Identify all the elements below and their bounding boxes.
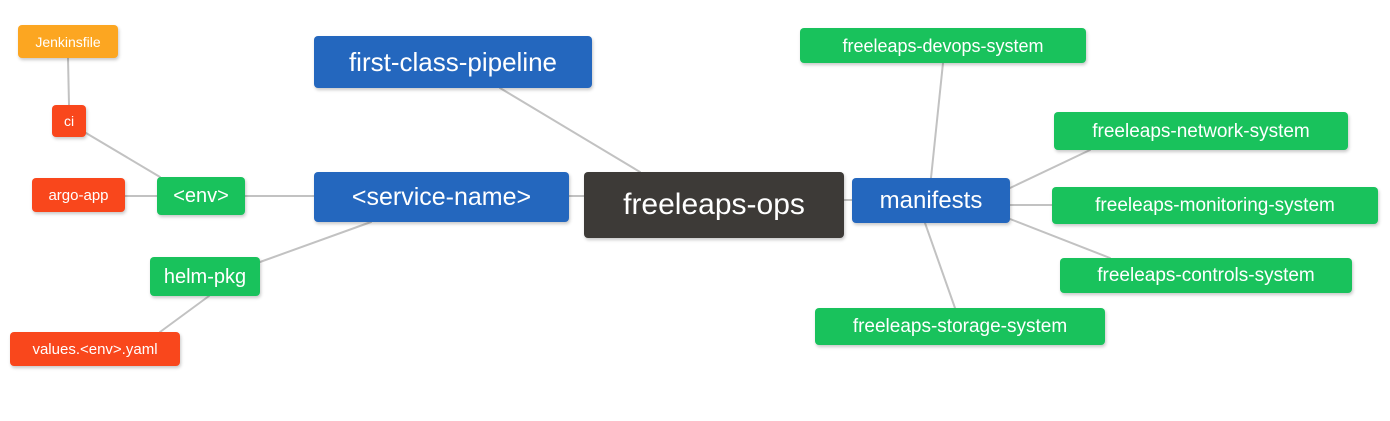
- node-service-name[interactable]: <service-name>: [314, 172, 569, 222]
- edge-manifests-to-freeleaps-controls-system: [1009, 218, 1111, 259]
- edge-first-class-pipeline-to-freeleaps-ops: [499, 87, 641, 173]
- node-freeleaps-ops[interactable]: freeleaps-ops: [584, 172, 844, 238]
- edge-manifests-to-freeleaps-network-system: [1009, 149, 1091, 189]
- edge-manifests-to-freeleaps-devops-system: [930, 62, 944, 179]
- edge-jenkinsfile-to-ci: [67, 57, 70, 106]
- edge-manifests-to-freeleaps-storage-system: [924, 222, 956, 309]
- edge-helm-pkg-to-service-name: [259, 221, 372, 263]
- node-helm-pkg[interactable]: helm-pkg: [150, 257, 260, 296]
- node-freeleaps-monitoring-system[interactable]: freeleaps-monitoring-system: [1052, 187, 1378, 224]
- node-values-yaml[interactable]: values.<env>.yaml: [10, 332, 180, 366]
- node-ci[interactable]: ci: [52, 105, 86, 137]
- edge-ci-to-env: [85, 132, 161, 178]
- node-env[interactable]: <env>: [157, 177, 245, 215]
- node-jenkinsfile[interactable]: Jenkinsfile: [18, 25, 118, 58]
- node-first-class-pipeline[interactable]: first-class-pipeline: [314, 36, 592, 88]
- node-freeleaps-network-system[interactable]: freeleaps-network-system: [1054, 112, 1348, 150]
- node-argo-app[interactable]: argo-app: [32, 178, 125, 212]
- node-freeleaps-storage-system[interactable]: freeleaps-storage-system: [815, 308, 1105, 345]
- edge-values-yaml-to-helm-pkg: [159, 295, 210, 333]
- node-freeleaps-devops-system[interactable]: freeleaps-devops-system: [800, 28, 1086, 63]
- node-freeleaps-controls-system[interactable]: freeleaps-controls-system: [1060, 258, 1352, 293]
- node-manifests[interactable]: manifests: [852, 178, 1010, 223]
